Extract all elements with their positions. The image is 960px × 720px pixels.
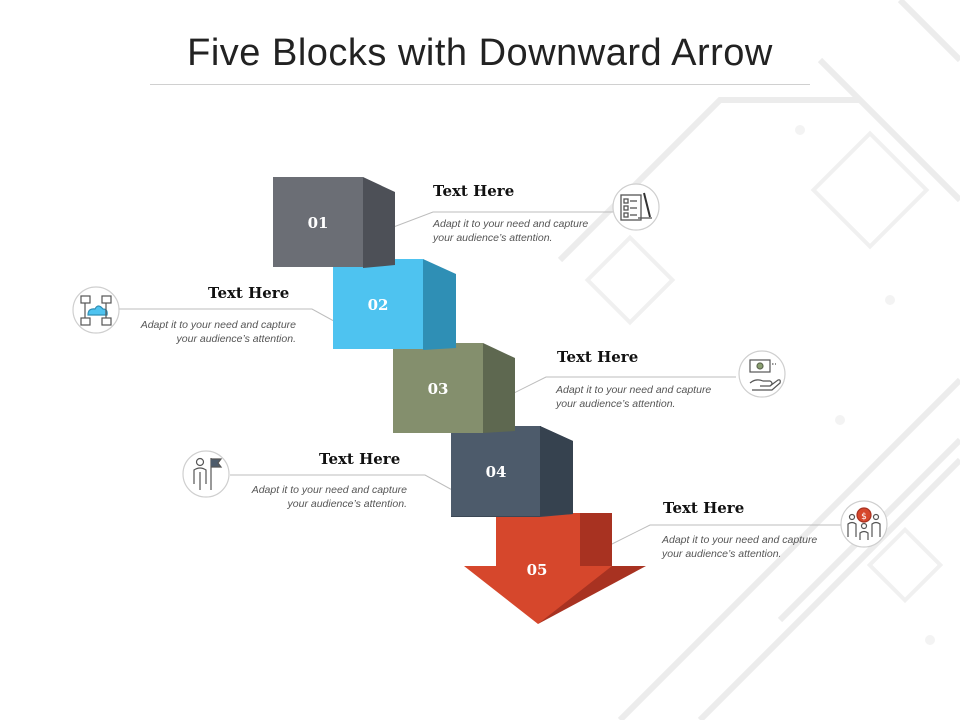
cloud-network-icon	[80, 295, 112, 326]
checklist-pencil-icon	[620, 192, 652, 221]
step-03-number: 03	[428, 380, 449, 398]
team-dollar-icon: $	[847, 507, 881, 540]
step-01-heading: Text Here	[433, 182, 515, 200]
step-04-description: Adapt it to your need and capture your a…	[224, 483, 407, 511]
step-02-description-line1: Adapt it to your need and capture	[140, 319, 296, 331]
step-02-description-line2: your audience’s attention.	[176, 333, 296, 345]
step-01-number: 01	[308, 214, 329, 232]
step-03-description-line2: your audience’s attention.	[556, 398, 676, 410]
step-01-description-line1: Adapt it to your need and capture	[433, 218, 589, 230]
title-divider	[150, 84, 810, 85]
step-02-number: 02	[368, 296, 389, 314]
step-01-block: 01	[273, 177, 395, 268]
step-05-arrow: 05	[464, 513, 646, 624]
step-05-heading: Text Here	[663, 499, 745, 517]
step-02-block: 02	[333, 259, 456, 350]
connector-03	[505, 376, 736, 398]
step-05-description-line1: Adapt it to your need and capture	[662, 534, 818, 546]
step-01-description: Adapt it to your need and capture your a…	[433, 217, 588, 245]
step-05-number: 05	[527, 561, 548, 579]
step-03-description-line1: Adapt it to your need and capture	[556, 384, 712, 396]
person-flag-icon	[193, 457, 223, 490]
step-03-heading: Text Here	[557, 348, 639, 366]
step-05-description: Adapt it to your need and capture your a…	[662, 533, 817, 561]
step-04-description-line2: your audience’s attention.	[287, 498, 407, 510]
connector-01	[382, 211, 615, 232]
step-04-block: 04	[451, 426, 573, 517]
connector-05	[605, 524, 843, 548]
step-03-description: Adapt it to your need and capture your a…	[556, 383, 711, 411]
step-04-number: 04	[486, 463, 507, 481]
svg-text:$: $	[861, 512, 867, 522]
step-01-description-line2: your audience’s attention.	[433, 232, 553, 244]
step-02-heading: Text Here	[208, 284, 290, 302]
step-05-description-line2: your audience’s attention.	[662, 548, 782, 560]
page-title: Five Blocks with Downward Arrow	[187, 32, 773, 74]
step-04-heading: Text Here	[319, 450, 401, 468]
money-hand-icon	[749, 359, 781, 391]
step-04-description-line1: Adapt it to your need and capture	[251, 484, 407, 496]
step-03-block: 03	[393, 343, 515, 433]
step-02-description: Adapt it to your need and capture your a…	[114, 318, 296, 346]
